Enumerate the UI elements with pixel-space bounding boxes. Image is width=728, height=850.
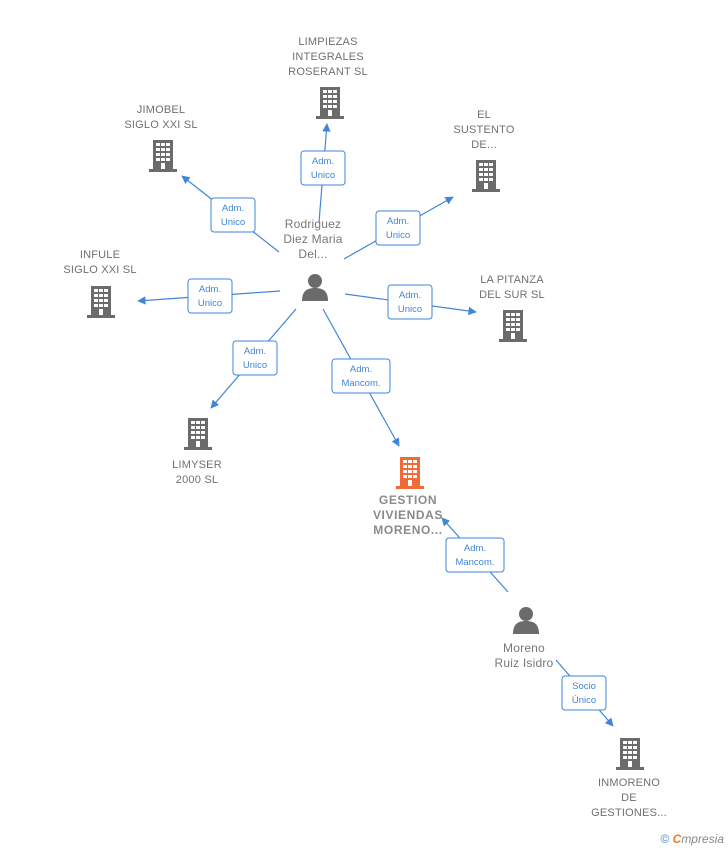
node-label: Rodriguez	[285, 217, 342, 231]
node-limpiezas[interactable]	[316, 87, 344, 119]
copyright-icon: ©	[660, 832, 670, 846]
relation-label-text: Adm.	[350, 364, 372, 375]
node-label: SIGLO XXI SL	[124, 119, 197, 131]
edge-gestion-mor: Adm. Mancom.	[441, 517, 509, 593]
relation-label-text: Único	[572, 695, 596, 706]
edge-limpiezas: Adm. Unico	[300, 123, 346, 223]
node-label: VIVIENDAS	[373, 508, 443, 522]
empresia-watermark: © Cmpresia	[660, 832, 724, 846]
person-icon	[513, 607, 539, 634]
relation-label-box[interactable]	[232, 340, 278, 376]
node-label: LA PITANZA	[480, 274, 544, 286]
relation-label-text: Unico	[386, 230, 410, 241]
node-infule[interactable]	[87, 286, 115, 318]
relation-label-text: Adm.	[387, 216, 409, 227]
relation-label-text: Mancom.	[341, 378, 380, 389]
relation-label-box[interactable]	[331, 358, 391, 394]
node-label: INMORENO	[598, 777, 660, 789]
node-label: SUSTENTO	[453, 124, 515, 136]
brand-name: mpresia	[681, 832, 724, 846]
node-limyser[interactable]	[184, 418, 212, 450]
relation-label-box[interactable]	[387, 284, 433, 320]
edge-gestion-rod: Adm. Mancom.	[322, 308, 400, 447]
node-label: EL	[477, 109, 491, 121]
node-label: Diez Maria	[283, 232, 342, 246]
relation-label-text: Adm.	[199, 284, 221, 295]
building-icon	[149, 140, 177, 172]
relation-label-text: Socio	[572, 681, 596, 692]
node-label: JIMOBEL	[137, 104, 185, 116]
edge-limyser: Adm. Unico	[210, 308, 297, 409]
building-icon	[472, 160, 500, 192]
edge-pitanza: Adm. Unico	[344, 284, 477, 320]
relation-label-text: Unico	[243, 360, 267, 371]
node-label: GESTIONES...	[591, 807, 667, 819]
relation-label-text: Unico	[311, 170, 335, 181]
building-icon	[499, 310, 527, 342]
relation-label-text: Mancom.	[455, 557, 494, 568]
brand-initial: C	[672, 832, 682, 846]
node-label: DE...	[471, 139, 496, 151]
building-icon	[616, 738, 644, 770]
edge-infule: Adm. Unico	[137, 278, 281, 314]
relation-label-box[interactable]	[445, 537, 505, 573]
relation-label-text: Adm.	[222, 203, 244, 214]
node-el-sustento[interactable]	[472, 160, 500, 192]
relation-label-box[interactable]	[375, 210, 421, 246]
node-la-pitanza[interactable]	[499, 310, 527, 342]
relation-label-text: Unico	[221, 217, 245, 228]
building-icon	[396, 457, 424, 489]
node-label: Moreno	[503, 641, 545, 655]
relation-label-box[interactable]	[561, 675, 607, 711]
relation-label-text: Adm.	[464, 543, 486, 554]
node-jimobel[interactable]	[149, 140, 177, 172]
building-icon	[87, 286, 115, 318]
relation-label-text: Unico	[398, 304, 422, 315]
relation-label-box[interactable]	[210, 197, 256, 233]
node-label: Del...	[298, 247, 327, 261]
relation-label-text: Adm.	[399, 290, 421, 301]
node-label: GESTION	[379, 493, 437, 507]
node-rodriguez[interactable]	[302, 274, 328, 301]
relation-label-text: Adm.	[312, 156, 334, 167]
node-label: DEL SUR SL	[479, 289, 545, 301]
node-label: Ruiz Isidro	[495, 656, 554, 670]
node-inmoreno[interactable]	[616, 738, 644, 770]
node-label: LIMPIEZAS	[298, 36, 357, 48]
node-label: INTEGRALES	[292, 51, 364, 63]
person-icon	[302, 274, 328, 301]
edge-sustento: Adm. Unico	[343, 196, 454, 260]
building-icon	[184, 418, 212, 450]
relation-label-box[interactable]	[187, 278, 233, 314]
node-label: SIGLO XXI SL	[63, 264, 136, 276]
edge-jimobel: Adm. Unico	[181, 175, 280, 253]
node-label: ROSERANT SL	[288, 66, 368, 78]
node-label: MORENO...	[373, 523, 442, 537]
relation-label-text: Adm.	[244, 346, 266, 357]
relation-label-box[interactable]	[300, 150, 346, 186]
node-label: INFULE	[80, 249, 120, 261]
node-label: 2000 SL	[176, 474, 218, 486]
node-moreno[interactable]	[513, 607, 539, 634]
node-label: LIMYSER	[172, 459, 222, 471]
node-gestion[interactable]	[396, 457, 424, 489]
relation-label-text: Unico	[198, 298, 222, 309]
building-icon	[316, 87, 344, 119]
node-label: DE	[621, 792, 637, 804]
